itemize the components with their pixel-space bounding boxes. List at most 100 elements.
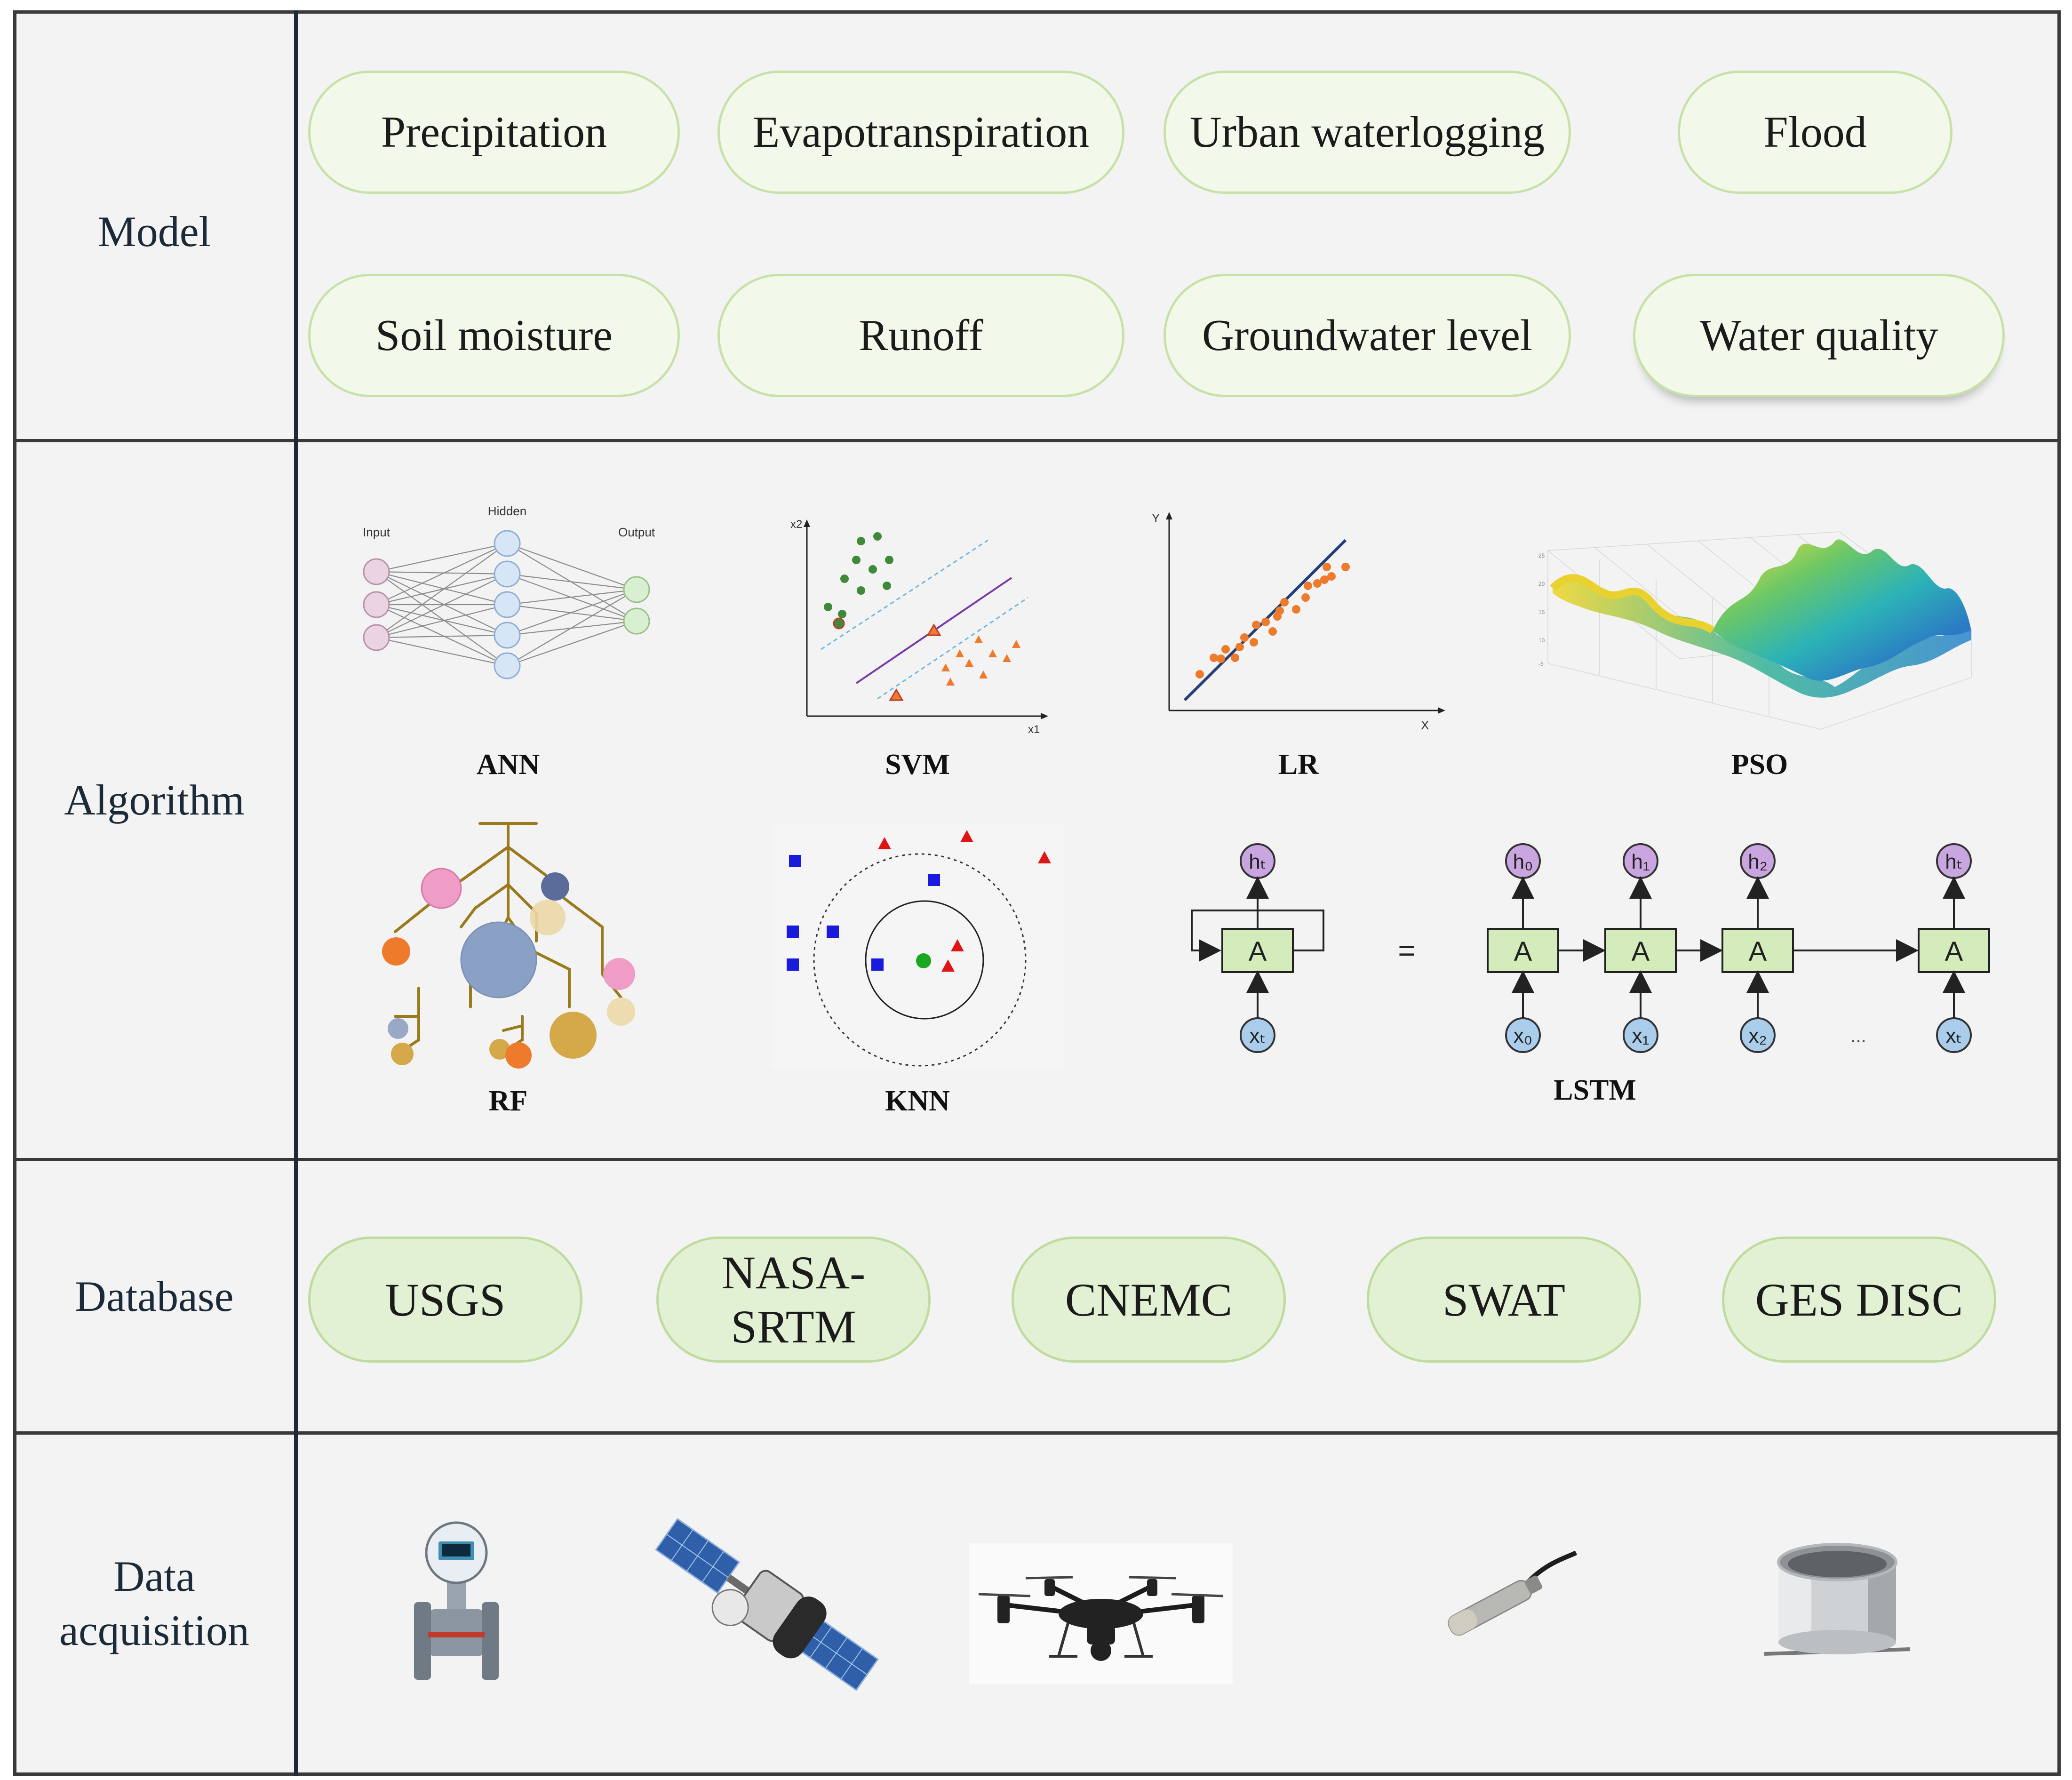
ann-hidden-node — [494, 560, 521, 588]
ann-hidden-node — [494, 652, 521, 679]
svm-class2-point — [1003, 654, 1011, 662]
ann-edge — [376, 604, 508, 636]
alg-label-lr: LR — [1278, 749, 1319, 781]
alg-label-svm: SVM — [885, 749, 950, 781]
lr-data-point — [1327, 572, 1336, 581]
lstm-hidden-state-label: hₜ — [1249, 850, 1266, 873]
ann-hidden-label: Hidden — [488, 504, 526, 518]
knn-class-a-point — [827, 926, 839, 938]
alg-label-knn: KNN — [885, 1085, 950, 1117]
svm-x-axis-label: x1 — [1028, 723, 1040, 736]
ann-edge — [507, 589, 637, 636]
ann-edge — [376, 543, 508, 638]
row-label-database: Database — [75, 1272, 234, 1320]
ann-edge — [507, 573, 637, 591]
svm-y-axis-label: x2 — [790, 518, 802, 531]
lstm-cell-label: A — [1514, 936, 1532, 967]
water-level-sensor-icon — [1448, 1550, 1578, 1636]
knn-class-a-point — [787, 958, 799, 971]
database-pill-swat: SWAT — [1367, 1237, 1641, 1363]
lr-y-axis-label: Y — [1152, 511, 1160, 525]
lr-data-point — [1323, 563, 1331, 571]
svm-class1-point — [885, 556, 893, 564]
svm-class2-point — [1012, 640, 1020, 648]
ann-output-node — [623, 576, 650, 603]
lstm-cell-label: A — [1945, 936, 1963, 967]
svm-class1-point — [852, 556, 861, 564]
database-pill-nasa-srtm: NASA- SRTM — [656, 1237, 931, 1363]
svg-text:10: 10 — [1538, 637, 1545, 644]
alg-label-rf: RF — [488, 1085, 528, 1117]
column-divider — [294, 10, 298, 1776]
lstm-input-label: xₜ — [1250, 1024, 1266, 1047]
svm-support-vector — [926, 623, 941, 636]
svm-diagram: x2 x1 — [790, 518, 1048, 736]
lr-data-point — [1301, 593, 1310, 602]
ann-edge — [376, 571, 508, 575]
ann-output-node — [623, 607, 650, 635]
ann-hidden-node — [494, 591, 521, 618]
ann-edge — [376, 604, 508, 639]
knn-class-b-point — [960, 830, 973, 842]
model-pill-precipitation: Precipitation — [308, 71, 680, 194]
model-pill-soil-moisture: Soil moisture — [308, 274, 680, 397]
lr-x-axis-label: X — [1421, 718, 1429, 732]
lr-data-point — [1195, 670, 1204, 678]
ann-output-label: Output — [618, 525, 655, 539]
svm-class1-point — [857, 586, 865, 595]
drone-icon — [969, 1543, 1233, 1684]
lstm-input-label: x₁ — [1632, 1024, 1650, 1047]
database-pill-cnemc: CNEMC — [1012, 1237, 1286, 1363]
lr-data-point — [1292, 605, 1300, 614]
svg-text:20: 20 — [1538, 581, 1545, 587]
lr-diagram: Y X — [1152, 511, 1445, 732]
ann-edge — [507, 620, 637, 667]
lstm-cell — [1487, 928, 1559, 973]
svm-class2-point — [979, 670, 988, 678]
model-pill-flood: Flood — [1678, 71, 1952, 194]
ann-edge — [376, 543, 508, 605]
ann-edge — [376, 637, 508, 667]
knn-class-a-point — [871, 958, 884, 971]
alg-label-lstm: LSTM — [1554, 1074, 1636, 1106]
svg-text:25: 25 — [1538, 552, 1545, 559]
ann-edge — [376, 543, 508, 573]
svm-class2-point — [941, 663, 950, 671]
model-pill-urban-waterlogging: Urban waterlogging — [1164, 71, 1571, 194]
ann-edge — [376, 571, 508, 666]
ann-diagram: Input Hidden Output — [363, 504, 655, 679]
lstm-hidden-state-label: h₀ — [1513, 850, 1533, 873]
row-label-acquisition: Data acquisition — [59, 1552, 249, 1654]
svm-class2-point — [956, 649, 964, 657]
rf-diagram — [382, 822, 635, 1069]
lstm-ellipsis: ... — [1850, 1026, 1866, 1046]
knn-class-a-point — [928, 874, 940, 886]
lr-data-point — [1313, 579, 1322, 588]
knn-class-b-point — [878, 837, 891, 849]
ann-edge — [376, 571, 508, 606]
lr-data-point — [1210, 654, 1218, 662]
lr-data-point — [1235, 643, 1244, 651]
model-pill-runoff: Runoff — [717, 274, 1124, 397]
lstm-cell — [1221, 928, 1294, 973]
ann-hidden-node — [494, 530, 521, 557]
svm-class2-point — [965, 659, 973, 667]
knn-diagram — [772, 823, 1063, 1068]
lstm-hidden-state-label: h₂ — [1748, 850, 1768, 873]
lr-data-point — [1275, 607, 1284, 615]
svm-class2-point — [974, 635, 983, 643]
svm-support-vector — [889, 688, 904, 701]
lstm-input-label: x₂ — [1748, 1024, 1767, 1047]
lr-data-point — [1261, 618, 1270, 626]
svm-class2-point — [988, 649, 997, 657]
knn-class-a-point — [789, 855, 801, 867]
ann-input-node — [363, 558, 390, 585]
ann-input-node — [363, 624, 390, 651]
row-label-model: Model — [97, 207, 211, 255]
lr-data-point — [1280, 598, 1289, 607]
svg-text:15: 15 — [1538, 609, 1545, 615]
lstm-input-label: x₀ — [1514, 1024, 1532, 1047]
lr-data-point — [1217, 655, 1225, 663]
alg-label-pso: PSO — [1731, 749, 1788, 781]
